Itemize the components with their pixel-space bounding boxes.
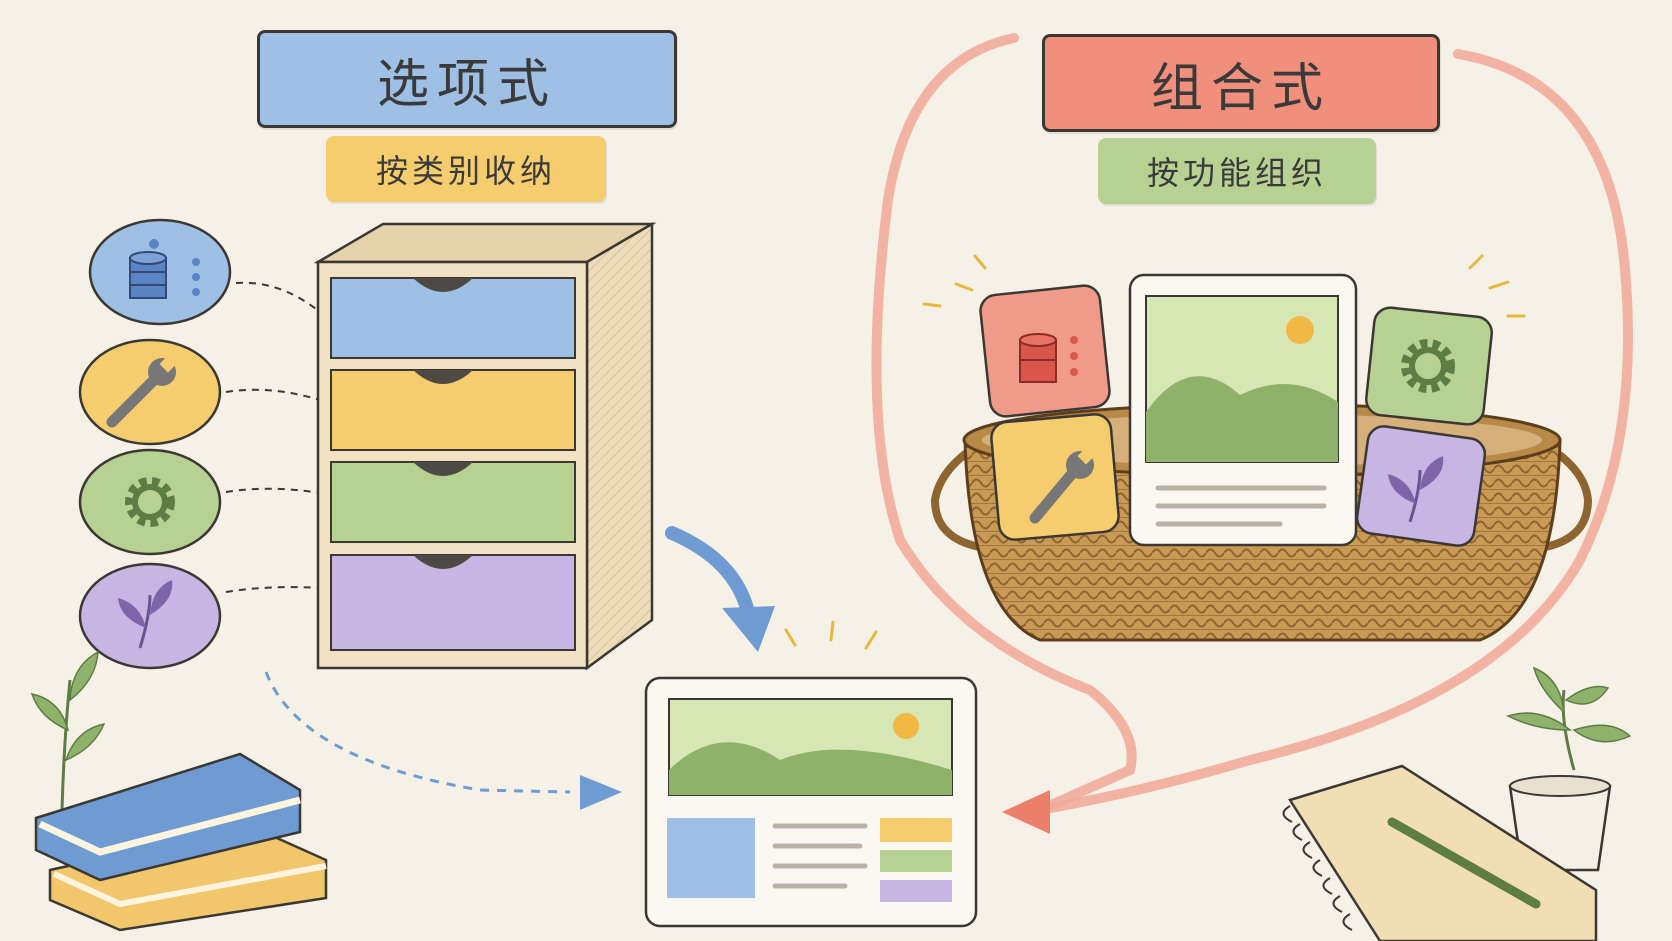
category-circle-settings [78,448,222,556]
gear-icon [125,477,175,527]
subtitle-by-function-text: 按功能组织 [1146,154,1327,192]
plant-pot-right [1505,666,1632,872]
title-composition-style-text: 组合式 [1150,58,1331,119]
title-options-style: 选项式 [257,30,677,128]
drawer-purple [330,554,576,651]
notebook [1282,764,1598,941]
leaf-icon [1388,456,1444,523]
drawer-yellow [330,369,576,451]
text-lines [772,823,868,889]
sparkle-icon [922,254,1526,318]
arrow-circles-to-page [264,671,622,810]
gear-icon [1401,339,1455,393]
leaf-icon [118,580,173,649]
database-icon [1019,333,1078,383]
pencil-icon [1387,817,1541,909]
title-options-style-text: 选项式 [376,54,557,115]
books-stack [34,752,328,932]
drawer-green [330,461,576,543]
category-circle-database [88,218,232,326]
category-circle-tools [78,338,222,446]
database-icon [129,239,200,299]
card-settings [1365,306,1493,426]
subtitle-by-category: 按类别收纳 [326,136,606,202]
card-database [979,284,1111,418]
wrench-icon [1029,447,1095,524]
drawer-cabinet [313,221,657,671]
text-lines [1155,485,1327,527]
landscape-image [1145,295,1339,463]
arrow-basket-loop [871,33,1633,834]
color-tag [880,818,952,842]
result-page [644,620,978,928]
connector-lines [225,281,321,593]
card-growth [1355,425,1487,547]
landscape-image [668,698,953,796]
card-tools [990,413,1120,541]
subtitle-by-category-text: 按类别收纳 [375,152,556,190]
sparkle-icon [784,620,878,650]
card-page [1128,273,1358,547]
color-tag [880,880,952,902]
arrow-cabinet-to-page [665,526,775,652]
wrench-icon [106,355,177,428]
subtitle-by-function: 按功能组织 [1098,138,1376,204]
title-composition-style: 组合式 [1042,34,1440,132]
color-tag [880,850,952,872]
plant-left [30,650,106,811]
category-circle-growth [78,562,222,670]
drawer-blue [330,277,576,359]
content-block [667,818,755,898]
